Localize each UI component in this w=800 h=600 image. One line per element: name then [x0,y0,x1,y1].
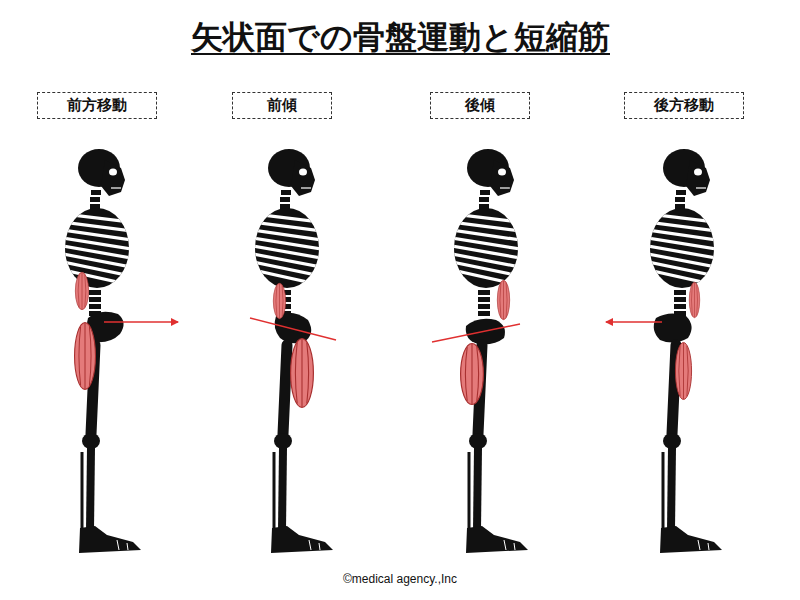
label-box: 後傾 [430,92,530,119]
copyright-note: ©medical agency.,Inc [343,572,457,586]
label-box: 前方移動 [37,92,157,119]
box-label: 前方移動 [67,96,127,114]
box-label: 後傾 [465,96,495,114]
diagram-title: 矢状面での骨盤運動と短縮筋 [191,16,610,60]
label-box: 前傾 [232,92,332,119]
box-label: 前傾 [267,96,297,114]
box-label: 後方移動 [654,96,714,114]
label-box: 後方移動 [624,92,744,119]
